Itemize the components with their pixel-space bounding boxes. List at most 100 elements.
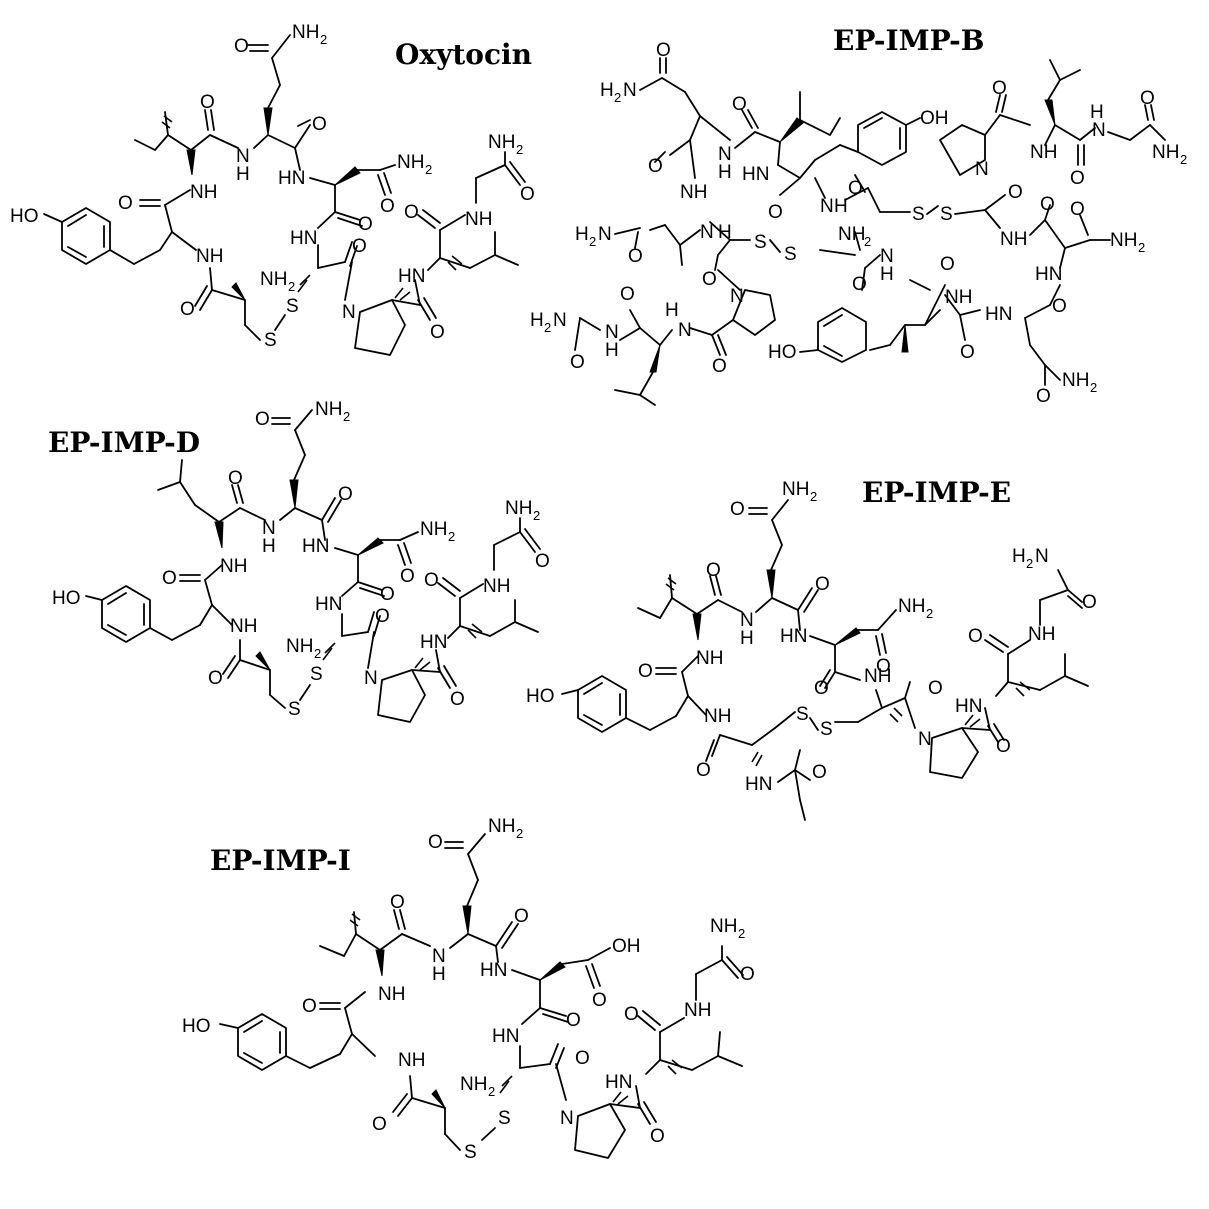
atom-label: O xyxy=(338,484,353,505)
atom-label: NH xyxy=(1028,624,1055,645)
atom-label: O xyxy=(566,1010,581,1031)
atom-label: NH xyxy=(1000,229,1027,250)
atom-label: O xyxy=(706,560,721,581)
atom-label: N xyxy=(432,946,446,967)
atom-label: 2 xyxy=(1026,556,1033,571)
atom-label: O xyxy=(118,193,133,214)
atom-label: NH xyxy=(838,224,865,245)
atom-label: O xyxy=(302,996,317,1017)
atom-label: HO xyxy=(768,342,797,363)
atom-label: NH xyxy=(378,984,405,1005)
atom-label: O xyxy=(570,352,585,373)
atom-label: O xyxy=(404,202,419,223)
structure-ep-imp-d: HO O NH NH O N H O NH 2 O xyxy=(52,399,550,723)
atom-label: H xyxy=(236,164,250,185)
atom-label: NH xyxy=(684,1000,711,1021)
atom-label: 2 xyxy=(343,409,350,424)
atom-label: S xyxy=(288,699,301,720)
atom-label: HN xyxy=(955,696,982,717)
atom-label: HO xyxy=(182,1016,211,1037)
atom-label: O xyxy=(1008,182,1023,203)
atom-label: O xyxy=(380,584,395,605)
atom-label: O xyxy=(180,299,195,320)
atom-label: NH xyxy=(704,706,731,727)
atom-label: HN xyxy=(315,594,342,615)
atom-label: N xyxy=(678,320,692,341)
atom-label: O xyxy=(815,574,830,595)
atom-label: 2 xyxy=(926,606,933,621)
atom-label: HO xyxy=(10,206,39,227)
atom-label: N xyxy=(718,144,732,165)
atom-label: N xyxy=(975,159,989,180)
atom-label: H xyxy=(718,162,732,183)
atom-label: O xyxy=(928,678,943,699)
atom-label: O xyxy=(740,964,755,985)
atom-label: O xyxy=(372,1114,387,1135)
atom-label: N xyxy=(236,146,250,167)
atom-label: O xyxy=(162,568,177,589)
atom-label: HN xyxy=(745,774,772,795)
atom-label: 2 xyxy=(1090,380,1097,395)
atom-label: O xyxy=(450,689,465,710)
atom-label: N xyxy=(918,729,932,750)
atom-label: NH xyxy=(710,916,737,937)
atom-label: H xyxy=(530,310,544,331)
atom-label: N xyxy=(598,224,612,245)
structure-ep-imp-b: H 2 N O O NH N H O HN O xyxy=(530,40,1187,407)
atom-label: O xyxy=(312,114,327,135)
atom-label: NH xyxy=(1152,142,1179,163)
atom-label: O xyxy=(592,990,607,1011)
atom-label: O xyxy=(255,409,270,430)
atom-label: O xyxy=(1082,592,1097,613)
atom-label: O xyxy=(852,274,867,295)
atom-label: NH xyxy=(505,498,532,519)
atom-label: NH xyxy=(220,556,247,577)
atom-label: O xyxy=(768,202,783,223)
atom-label: O xyxy=(876,656,891,677)
atom-label: 2 xyxy=(1138,240,1145,255)
structure-oxytocin: HO O NH NH O N H O NH xyxy=(10,22,535,356)
atom-label: 2 xyxy=(314,646,321,661)
atom-label: O xyxy=(650,1126,665,1147)
atom-label: S xyxy=(754,232,767,253)
atom-label: HN xyxy=(742,164,769,185)
atom-label: NH xyxy=(230,616,257,637)
atom-label: O xyxy=(992,78,1007,99)
atom-label: 2 xyxy=(488,1084,495,1099)
atom-label: O xyxy=(520,184,535,205)
atom-label: O xyxy=(380,196,395,217)
atom-label: NH xyxy=(864,666,891,687)
atom-label: 2 xyxy=(544,320,551,335)
atom-label: HN xyxy=(480,960,507,981)
atom-label: S xyxy=(310,664,323,685)
atom-label: H xyxy=(262,536,276,557)
atom-label: O xyxy=(424,570,439,591)
atom-label: O xyxy=(428,832,443,853)
atom-label: 2 xyxy=(320,32,327,47)
title-ep-imp-e: EP-IMP-E xyxy=(862,476,1011,509)
atom-label: O xyxy=(732,94,747,115)
atom-label: NH xyxy=(315,399,342,420)
atom-label: N xyxy=(560,1108,574,1129)
atom-label: O xyxy=(358,214,373,235)
atom-label: O xyxy=(624,1004,639,1025)
atom-label: NH xyxy=(196,246,223,267)
atom-label: HO xyxy=(52,588,81,609)
atom-label: HN xyxy=(420,632,447,653)
atom-label: NH xyxy=(420,519,447,540)
atom-label: O xyxy=(812,762,827,783)
atom-label: H xyxy=(880,264,894,285)
atom-label: S xyxy=(784,244,797,265)
atom-label: NH xyxy=(898,596,925,617)
atom-label: O xyxy=(430,322,445,343)
atom-label: H xyxy=(600,80,614,101)
atom-label: NH xyxy=(286,636,313,657)
atom-label: N xyxy=(553,310,567,331)
atom-label: N xyxy=(700,222,714,243)
atom-label: NH xyxy=(945,287,972,308)
atom-label: HN xyxy=(985,304,1012,325)
atom-label: NH xyxy=(483,576,510,597)
atom-label: NH xyxy=(398,1050,425,1071)
atom-label: HN xyxy=(1035,264,1062,285)
atom-label: HO xyxy=(526,686,555,707)
